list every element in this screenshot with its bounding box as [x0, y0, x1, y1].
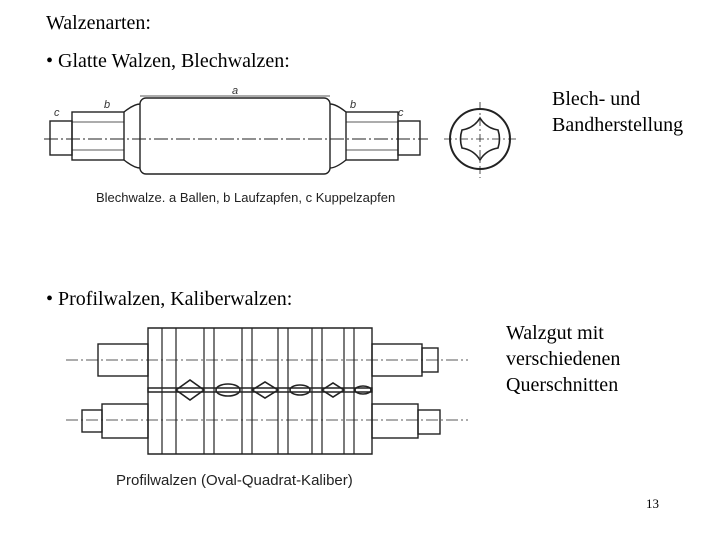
label-b-right: b [350, 99, 356, 111]
section-title: Walzenarten: [46, 12, 151, 34]
label-c-left: c [54, 107, 60, 119]
profile-rolls-caption: Profilwalzen (Oval-Quadrat-Kaliber) [116, 472, 353, 489]
note-line: Querschnitten [506, 374, 619, 396]
label-c-right: c [398, 107, 404, 119]
note-sheet-strip: Blech- und Bandherstellung [552, 86, 683, 138]
note-line: verschiedenen [506, 348, 621, 370]
bullet-flat-rolls: • Glatte Walzen, Blechwalzen: [46, 50, 290, 72]
note-cross-sections: Walzgut mit verschiedenen Querschnitten [506, 320, 620, 398]
page-number: 13 [646, 496, 659, 511]
note-line: Bandherstellung [552, 114, 684, 136]
note-line: Blech- und [552, 88, 641, 110]
profile-rolls-drawing [66, 327, 468, 455]
label-a: a [232, 85, 238, 97]
label-b-left: b [104, 99, 110, 111]
sheet-roll-caption: Blechwalze. a Ballen, b Laufzapfen, c Ku… [96, 190, 396, 205]
note-line: Walzgut mit [506, 322, 604, 344]
sheet-roll-drawing: c b a b c [44, 85, 516, 178]
bullet-profile-rolls: • Profilwalzen, Kaliberwalzen: [46, 288, 293, 310]
